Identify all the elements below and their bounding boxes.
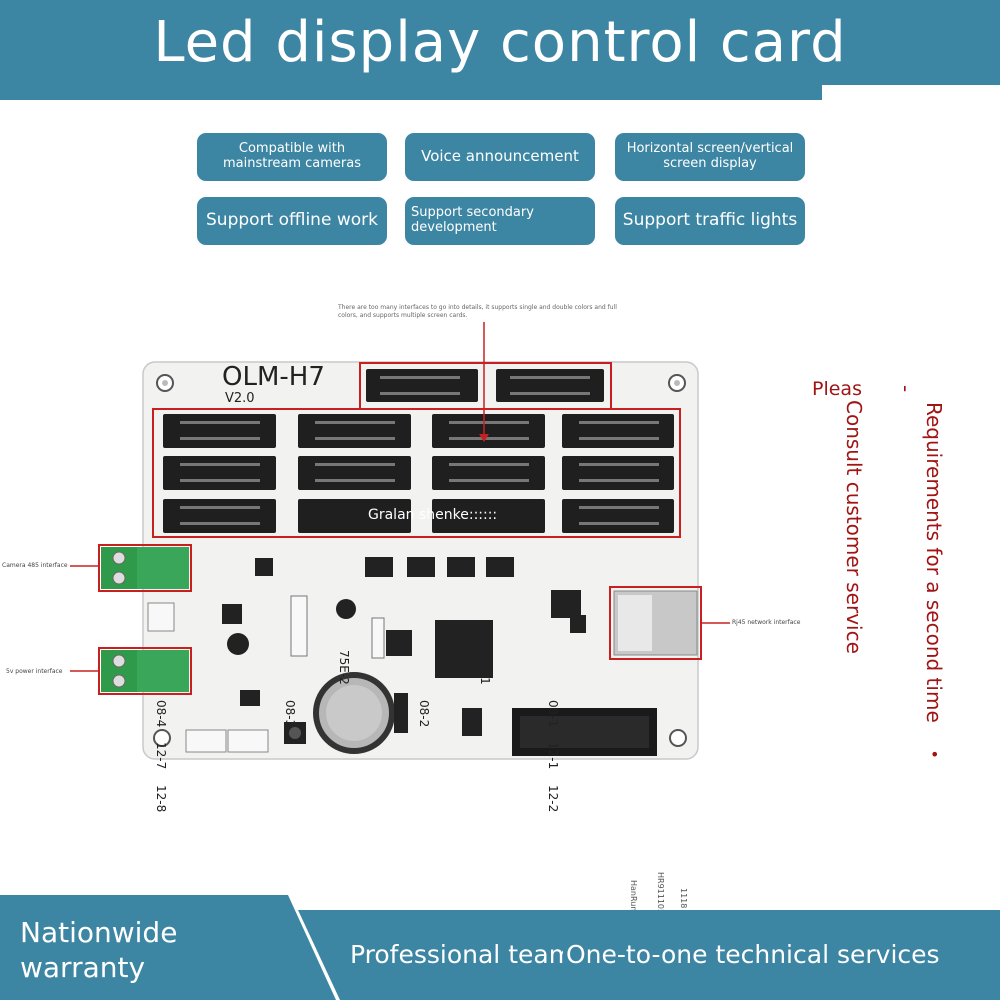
callout-camera: Camera 485 interface [2, 562, 68, 569]
feature-offline: Support offline work [197, 197, 387, 245]
side-note-consult: Consult customer service [842, 400, 866, 654]
port-label-12-7: 12-7 [154, 742, 168, 770]
control-card-board: 75E-2 75E-1 08-4 08-3 08-2 08-1 12-7 12-… [0, 280, 1000, 920]
bottom-banner [0, 895, 1000, 1000]
feature-orientation: Horizontal screen/vertical screen displa… [615, 133, 805, 181]
port-label-08-2: 08-2 [417, 700, 431, 728]
board-note: There are too many interfaces to go into… [338, 304, 617, 319]
port-label-12-8: 12-8 [154, 785, 168, 813]
port-label-12-1: 12-1 [546, 742, 560, 770]
port-label-08-3: 08-3 [283, 700, 297, 728]
page-title: Led display control card [153, 10, 847, 75]
feature-traffic: Support traffic lights [615, 197, 805, 245]
feature-voice: Voice announcement [405, 133, 595, 181]
footer-warranty: Nationwide warranty [20, 916, 178, 984]
port-label-75e-1: 75E-1 [478, 650, 492, 685]
callout-power: 5v power interface [6, 668, 63, 675]
side-note-requirements: Requirements for a second time [922, 402, 946, 723]
feature-cameras: Compatible with mainstream cameras [197, 133, 387, 181]
board-version: V2.0 [225, 391, 255, 406]
top-banner: Led display control card [0, 0, 1000, 100]
footer-services: One-to-one technical services [566, 940, 940, 969]
board-drawing [70, 322, 730, 760]
overlay-label: Gralan shenke:::::: [368, 507, 498, 523]
port-label-08-1: 08-1 [546, 700, 560, 728]
feature-grid: Compatible with mainstream cameras Voice… [195, 133, 807, 245]
side-note-pleas: Pleas [812, 378, 862, 400]
port-label-12-2: 12-2 [546, 785, 560, 813]
port-label-08-4: 08-4 [154, 700, 168, 728]
callout-network: Rj45 network interface [732, 619, 801, 626]
footer-team: Professional team [350, 940, 563, 969]
side-note-bullet: • [930, 745, 940, 764]
side-note-top-mark: - [894, 385, 918, 393]
bottom-banner-shape [0, 895, 1000, 1000]
board-model: OLM-H7 [222, 362, 325, 392]
banner-shape [0, 0, 1000, 100]
port-label-75e-2: 75E-2 [337, 650, 351, 685]
feature-dev: Support secondary development [405, 197, 595, 245]
